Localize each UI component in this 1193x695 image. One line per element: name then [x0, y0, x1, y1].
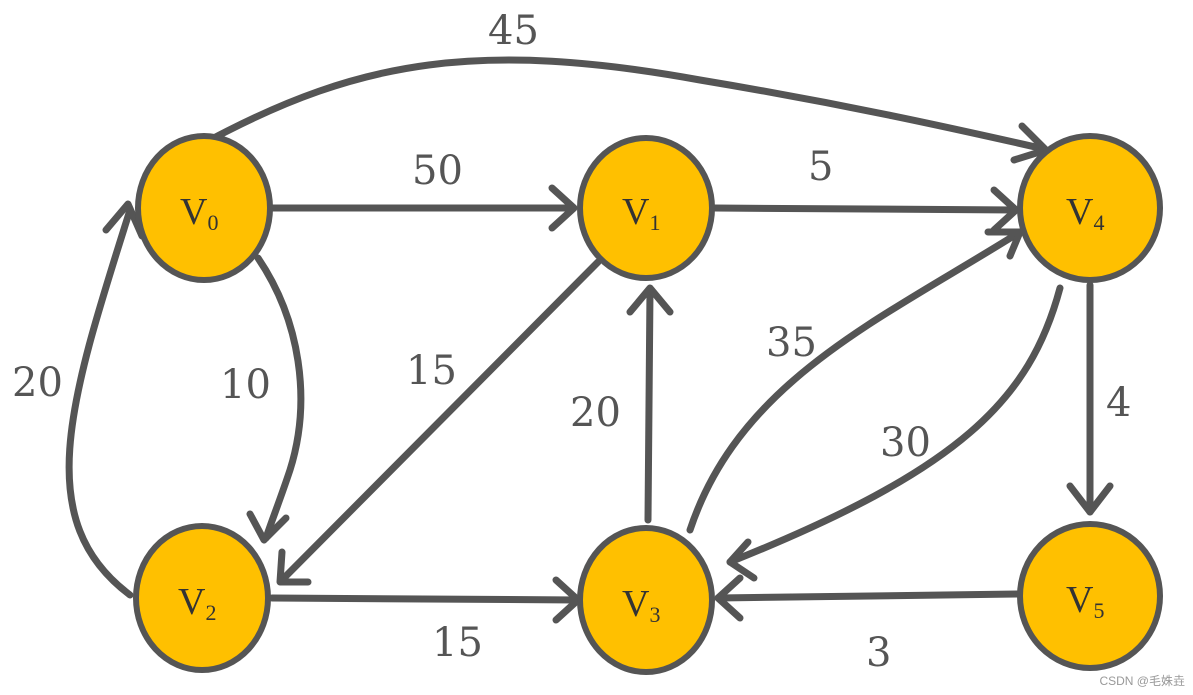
edges-layer	[65, 56, 1094, 604]
node-v4: V4	[1017, 133, 1163, 283]
weights-layer: 45 50 5 10 20 15 20 35 30 4 15 3	[12, 8, 1131, 676]
node-v2: V2	[133, 523, 271, 673]
edge-v2-v3	[268, 594, 582, 604]
edge-v5-v3	[714, 590, 1024, 602]
edge-v4-v3	[726, 284, 1064, 566]
edge-v3-v1	[644, 286, 654, 524]
arrowhead-v3-v4	[984, 228, 1024, 260]
arrowhead-v3-v1	[626, 284, 674, 316]
edge-weight-v0-v2: 10	[220, 362, 271, 408]
arrowhead-v0-v1	[548, 184, 578, 232]
node-label-v2: V2	[178, 581, 216, 625]
arrowhead-v4-v5	[1066, 482, 1114, 516]
node-label-v1: V1	[622, 191, 660, 235]
nodes-layer: V0 V1 V2 V3 V4 V5	[133, 133, 1163, 675]
node-v0: V0	[135, 133, 273, 283]
edge-v2-v0	[65, 206, 134, 599]
edge-weight-v3-v1: 20	[570, 390, 621, 436]
edge-weight-v0-v1: 50	[412, 148, 463, 194]
arrowhead-v5-v3	[714, 574, 744, 622]
edge-weight-v1-v2: 15	[406, 348, 457, 394]
edge-v3-v4	[686, 228, 1024, 534]
watermark: CSDN @毛姝垚	[1099, 674, 1185, 688]
edge-v0-v2	[254, 254, 305, 542]
arrowhead-v4-v3	[726, 538, 758, 582]
edge-weight-v3-v4: 35	[766, 320, 817, 366]
edge-weight-v2-v0: 20	[12, 360, 63, 406]
edge-weight-v0-v4: 45	[488, 8, 539, 54]
arrowhead-v1-v2	[276, 548, 312, 586]
node-circle-v5	[1017, 521, 1163, 671]
edge-weight-v1-v4: 5	[808, 144, 833, 190]
node-label-v4: V4	[1066, 191, 1104, 235]
node-circle-v4	[1017, 133, 1163, 283]
edge-v0-v4	[206, 56, 1044, 152]
node-v5: V5	[1017, 521, 1163, 671]
node-circle-v2	[133, 523, 271, 673]
node-circle-v3	[577, 525, 715, 675]
node-label-v3: V3	[622, 583, 660, 627]
arrowhead-v1-v4	[990, 186, 1020, 234]
edge-weight-v2-v3: 15	[432, 620, 483, 666]
node-label-v0: V0	[180, 191, 218, 235]
edge-weight-v4-v5: 4	[1106, 380, 1131, 426]
node-circle-v1	[577, 135, 715, 281]
node-label-v5: V5	[1066, 579, 1104, 623]
edge-weight-v4-v3: 30	[880, 420, 931, 466]
edge-v1-v2	[278, 258, 602, 584]
edge-v1-v4	[710, 204, 1020, 214]
node-v1: V1	[577, 135, 715, 281]
edge-weight-v5-v3: 3	[866, 630, 891, 676]
arrowhead-v0-v2	[246, 510, 290, 544]
node-circle-v0	[135, 133, 273, 283]
node-v3: V3	[577, 525, 715, 675]
